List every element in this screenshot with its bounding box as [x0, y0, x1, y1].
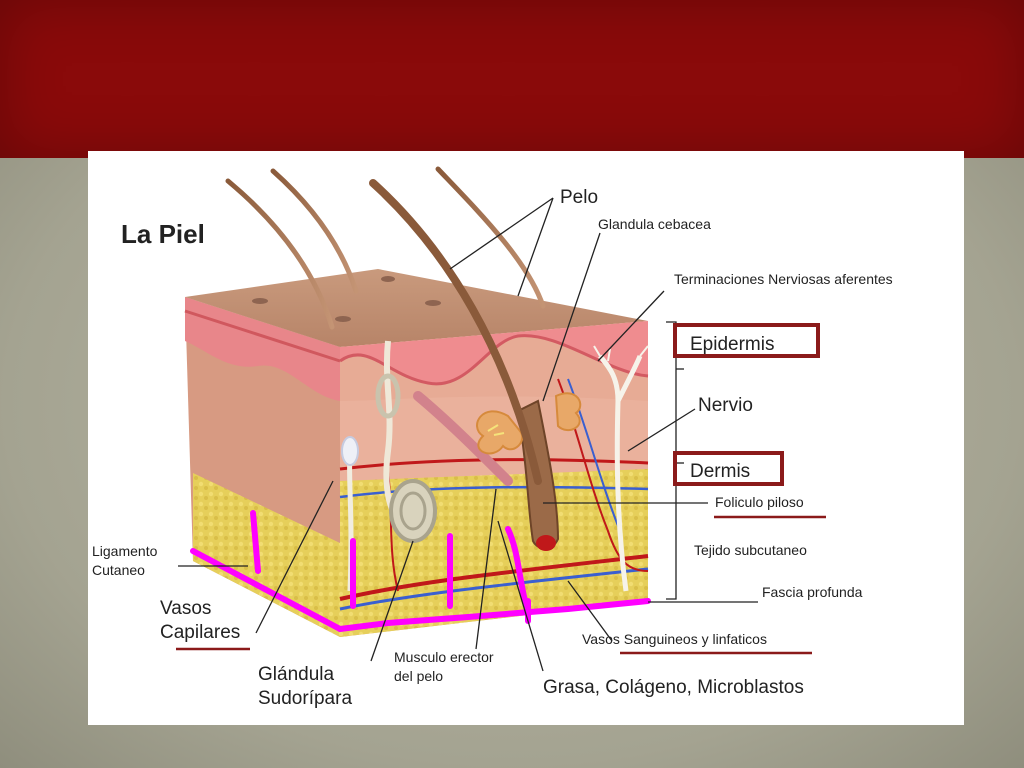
label-vasos-sanguineos: Vasos Sanguineos y linfaticos	[582, 631, 767, 647]
label-foliculo: Foliculo piloso	[715, 494, 804, 510]
ligament-highlight	[190, 510, 651, 632]
label-underlines	[176, 515, 826, 655]
fat-left	[193, 473, 340, 637]
epidermis-highlight-box	[673, 323, 820, 358]
skin-diagram: La Piel Pelo Glandula cebacea Terminacio…	[92, 166, 893, 709]
hair-4	[435, 166, 546, 309]
label-dermis: Dermis	[690, 461, 750, 482]
hair-2	[270, 168, 359, 294]
sweat-gland-coil-upper	[375, 373, 401, 419]
hair-3	[369, 179, 542, 485]
label-terminaciones: Terminaciones Nerviosas aferentes	[674, 271, 893, 287]
arrector-muscle	[413, 391, 513, 486]
label-fascia: Fascia profunda	[762, 584, 863, 600]
label-musculo-2: del pelo	[394, 668, 443, 684]
label-ligamento-1: Ligamento	[92, 543, 158, 559]
nerve	[598, 354, 643, 592]
label-ligamento-2: Cutaneo	[92, 562, 145, 578]
sweat-gland-duct	[383, 340, 396, 513]
title-band	[0, 0, 1024, 158]
leader-lines	[178, 197, 758, 672]
skin-top-face	[185, 269, 648, 347]
epidermis-front	[340, 321, 648, 384]
label-nervio: Nervio	[698, 395, 753, 416]
label-grasa: Grasa, Colágeno, Microblastos	[543, 677, 804, 698]
label-glandula-cebacea: Glandula cebacea	[598, 216, 711, 232]
label-tejido: Tejido subcutaneo	[694, 542, 807, 558]
label-epidermis: Epidermis	[690, 334, 774, 355]
label-vasos-cap-2: Capilares	[160, 622, 240, 643]
dermis-highlight-box	[673, 451, 784, 486]
label-glandula-sud-1: Glándula	[258, 664, 334, 685]
diagram-panel: La Piel Pelo Glandula cebacea Terminacio…	[88, 151, 964, 725]
label-vasos-cap-1: Vasos	[160, 598, 211, 619]
label-pelo: Pelo	[560, 187, 598, 208]
hair-1	[225, 178, 335, 330]
label-musculo-1: Musculo erector	[394, 649, 494, 665]
sweat-gland-coil	[389, 479, 437, 543]
sebaceous-gland	[476, 410, 524, 455]
diagram-title: La Piel	[121, 219, 205, 249]
label-glandula-sud-2: Sudorípara	[258, 688, 352, 709]
